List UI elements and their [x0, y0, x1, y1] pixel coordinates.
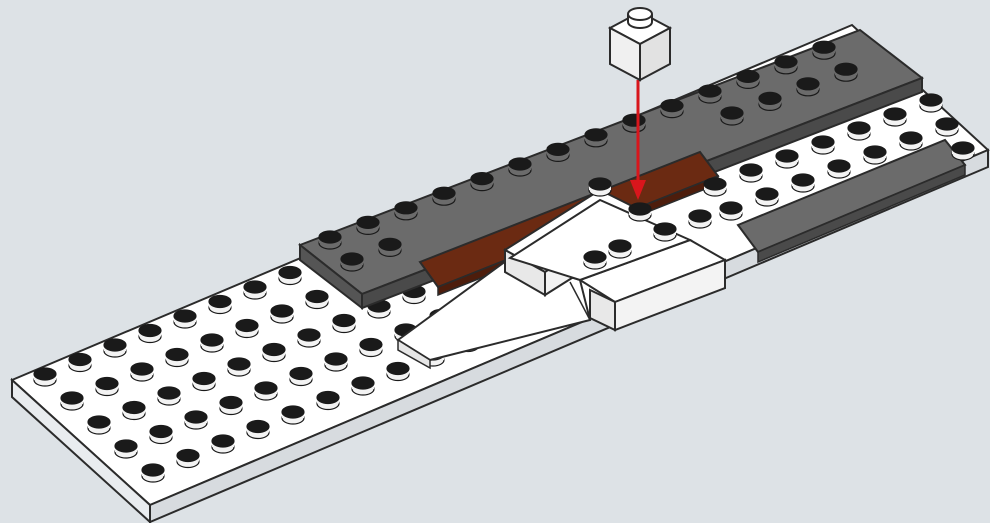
stud	[279, 267, 301, 285]
stud	[689, 210, 711, 228]
stud	[775, 56, 797, 74]
stud	[547, 143, 569, 161]
stud	[609, 240, 631, 258]
stud	[193, 373, 215, 391]
stud	[333, 315, 355, 333]
stud	[737, 70, 759, 88]
stud	[290, 368, 312, 386]
stud	[387, 363, 409, 381]
stud	[142, 464, 164, 482]
stud	[88, 416, 110, 434]
stud	[298, 329, 320, 347]
stud	[228, 358, 250, 376]
stud	[166, 349, 188, 367]
stud	[319, 231, 341, 249]
stud	[115, 440, 137, 458]
stud	[900, 132, 922, 150]
stud	[952, 142, 974, 160]
stud	[123, 402, 145, 420]
stud	[848, 122, 870, 140]
stud	[352, 377, 374, 395]
stud	[654, 223, 676, 241]
stud	[255, 382, 277, 400]
stud	[139, 325, 161, 343]
stud	[201, 334, 223, 352]
stud	[158, 387, 180, 405]
stud	[740, 164, 762, 182]
brick-1x1-icon	[610, 8, 670, 80]
stud	[828, 160, 850, 178]
stud	[212, 435, 234, 453]
stud	[341, 253, 363, 271]
stud	[759, 92, 781, 110]
stud	[209, 296, 231, 314]
stud	[920, 94, 942, 112]
stud	[263, 344, 285, 362]
stud	[699, 85, 721, 103]
stud	[220, 397, 242, 415]
stud	[185, 411, 207, 429]
stud	[835, 63, 857, 81]
stud	[720, 202, 742, 220]
stud	[884, 108, 906, 126]
stud	[244, 281, 266, 299]
stud	[704, 178, 726, 196]
stud	[69, 354, 91, 372]
stud	[236, 320, 258, 338]
stud	[379, 238, 401, 256]
stud	[629, 203, 651, 221]
stud	[509, 158, 531, 176]
stud	[471, 173, 493, 191]
stud	[813, 41, 835, 59]
stud	[776, 150, 798, 168]
stud	[150, 426, 172, 444]
stud	[812, 136, 834, 154]
stud	[623, 114, 645, 132]
stud	[306, 291, 328, 309]
stud	[96, 378, 118, 396]
stud	[177, 450, 199, 468]
stud	[589, 178, 611, 196]
stud	[936, 118, 958, 136]
stud	[104, 339, 126, 357]
stud	[721, 107, 743, 125]
stud	[585, 129, 607, 147]
stud	[61, 392, 83, 410]
stud	[792, 174, 814, 192]
stud	[34, 368, 56, 386]
stud	[661, 100, 683, 118]
stud	[584, 251, 606, 269]
stud	[174, 310, 196, 328]
stud	[325, 353, 347, 371]
stud	[395, 202, 417, 220]
stud	[282, 406, 304, 424]
stud	[357, 216, 379, 234]
stud	[131, 363, 153, 381]
stud	[433, 187, 455, 205]
stud	[317, 392, 339, 410]
stud	[756, 188, 778, 206]
stud	[797, 78, 819, 96]
stud	[247, 421, 269, 439]
stud	[271, 305, 293, 323]
stud	[864, 146, 886, 164]
stud	[360, 339, 382, 357]
